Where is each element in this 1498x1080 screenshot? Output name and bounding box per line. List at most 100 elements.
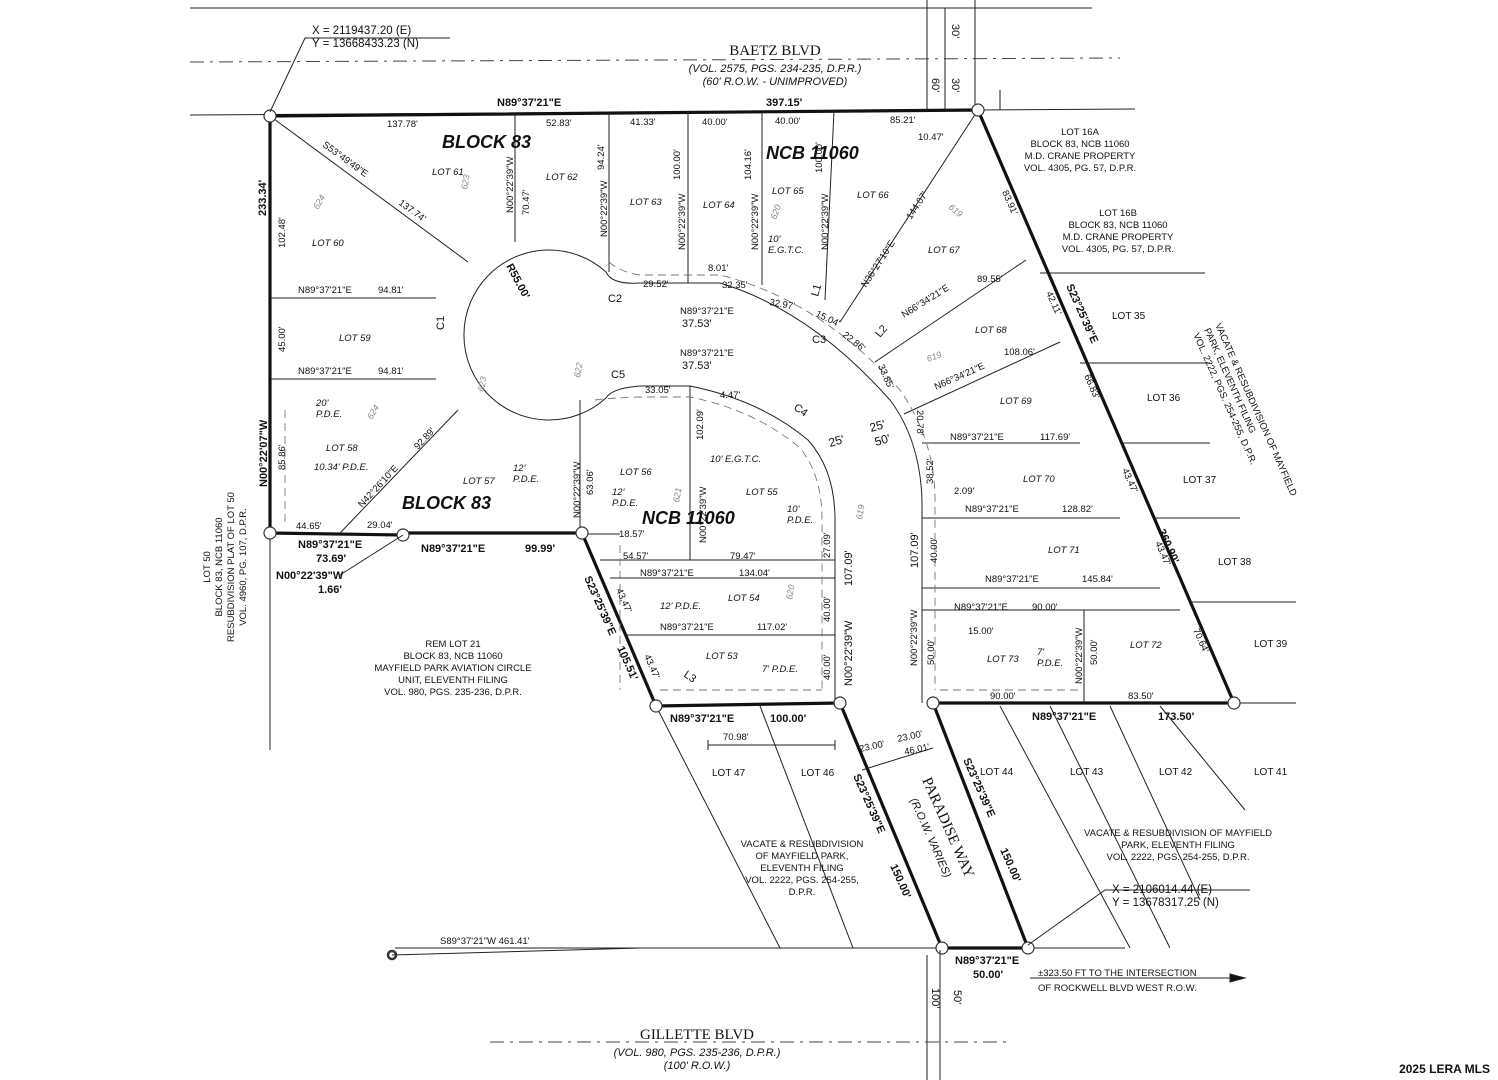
svg-text:50.00': 50.00' xyxy=(926,639,937,665)
svg-text:621: 621 xyxy=(671,487,683,504)
svg-text:N00°22'39"W: N00°22'39"W xyxy=(572,461,583,518)
leader-lines xyxy=(269,8,1250,1080)
lot-35: LOT 35 xyxy=(1112,311,1146,322)
svg-text:10': 10' xyxy=(787,504,801,515)
svg-text:P.D.E.: P.D.E. xyxy=(316,409,342,420)
svg-text:N89°37'21"E: N89°37'21"E xyxy=(680,348,734,359)
svg-text:18.57': 18.57' xyxy=(619,529,645,540)
svg-text:102.09': 102.09' xyxy=(695,409,706,440)
svg-text:22.86': 22.86' xyxy=(840,330,867,355)
svg-text:N89°37'21"E: N89°37'21"E xyxy=(954,602,1008,613)
svg-text:100.00': 100.00' xyxy=(814,142,825,173)
lot-72: LOT 72 xyxy=(1130,640,1162,651)
rem-lot-21-note: REM LOT 21 BLOCK 83, NCB 11060 MAYFIELD … xyxy=(374,639,531,698)
svg-text:VOL. 980, PGS. 235-236, D.P.R.: VOL. 980, PGS. 235-236, D.P.R. xyxy=(384,687,522,698)
svg-text:VACATE & RESUBDIVISION OF MAYF: VACATE & RESUBDIVISION OF MAYFIELD xyxy=(1084,828,1272,839)
ncb-bottom: NCB 11060 xyxy=(642,508,735,528)
gillette-blvd-name: GILLETTE BLVD xyxy=(640,1027,754,1043)
svg-text:623: 623 xyxy=(459,174,471,191)
svg-text:N89°37'21"E: N89°37'21"E xyxy=(950,432,1004,443)
svg-text:54.57': 54.57' xyxy=(623,551,649,562)
svg-text:42.11': 42.11' xyxy=(1043,290,1063,317)
svg-text:N00°22'39"W: N00°22'39"W xyxy=(820,193,831,250)
svg-text:N00°22'07"W: N00°22'07"W xyxy=(258,419,270,487)
svg-text:10.47': 10.47' xyxy=(918,132,944,143)
svg-text:128.82': 128.82' xyxy=(1062,504,1093,515)
svg-text:12': 12' xyxy=(513,463,527,474)
svg-text:46.01': 46.01' xyxy=(903,742,930,758)
svg-text:27.09': 27.09' xyxy=(822,532,833,558)
lot-47: LOT 47 xyxy=(712,768,746,779)
svg-text:107.09': 107.09' xyxy=(909,532,921,568)
svg-text:VOL. 4960, PG. 107, D.P.R.: VOL. 4960, PG. 107, D.P.R. xyxy=(238,508,249,626)
svg-text:L2: L2 xyxy=(873,323,890,340)
lot-55: LOT 55 xyxy=(746,487,778,498)
svg-text:N00°22'39"W: N00°22'39"W xyxy=(1074,627,1085,684)
svg-text:ELEVENTH FILING: ELEVENTH FILING xyxy=(760,863,843,874)
svg-text:M.D. CRANE PROPERTY: M.D. CRANE PROPERTY xyxy=(1025,151,1136,162)
boundary-bearings: N89°37'21"E 397.15' N00°22'07"W 233.34' … xyxy=(257,97,1195,981)
svg-text:8.01': 8.01' xyxy=(708,263,728,274)
nw-y-coord: Y = 13668433.23 (N) xyxy=(312,38,419,50)
svg-text:41.33': 41.33' xyxy=(630,117,656,128)
svg-text:624: 624 xyxy=(365,403,381,421)
svg-text:N89°37'21"E: N89°37'21"E xyxy=(660,622,714,633)
monuments xyxy=(263,103,1241,961)
svg-text:N00°22'39"W: N00°22'39"W xyxy=(276,570,344,582)
svg-text:30': 30' xyxy=(949,24,961,38)
se-y-coord: Y = 13678317.25 (N) xyxy=(1112,897,1219,909)
svg-text:20.78': 20.78' xyxy=(914,410,925,436)
baetz-blvd-ref: (VOL. 2575, PGS. 234-235, D.P.R.) xyxy=(689,63,862,75)
svg-text:P.D.E.: P.D.E. xyxy=(1037,658,1063,669)
svg-text:BLOCK 83, NCB 11060: BLOCK 83, NCB 11060 xyxy=(1030,139,1129,150)
svg-text:L1: L1 xyxy=(809,283,824,298)
svg-text:±323.50 FT TO THE INTERSECTION: ±323.50 FT TO THE INTERSECTION xyxy=(1038,968,1197,979)
svg-text:620: 620 xyxy=(784,584,796,601)
svg-text:45.00': 45.00' xyxy=(277,326,288,352)
lot-63: LOT 63 xyxy=(630,197,662,208)
svg-text:90.00': 90.00' xyxy=(1032,602,1058,613)
svg-text:N89°37'21"E: N89°37'21"E xyxy=(497,97,561,109)
svg-text:VOL. 4305, PG. 57, D.P.R.: VOL. 4305, PG. 57, D.P.R. xyxy=(1024,163,1136,174)
svg-text:S23°25'39"E: S23°25'39"E xyxy=(1063,282,1100,345)
svg-text:MAYFIELD PARK AVIATION CIRCLE: MAYFIELD PARK AVIATION CIRCLE xyxy=(374,663,531,674)
lot-39: LOT 39 xyxy=(1254,639,1288,650)
ncb-top: NCB 11060 xyxy=(766,143,859,163)
lot-37: LOT 37 xyxy=(1183,475,1217,486)
svg-text:R55.00': R55.00' xyxy=(503,262,532,302)
svg-text:OF ROCKWELL BLVD WEST R.O.W.: OF ROCKWELL BLVD WEST R.O.W. xyxy=(1038,983,1197,994)
svg-text:40.00': 40.00' xyxy=(702,117,728,128)
svg-text:100.00': 100.00' xyxy=(770,713,807,725)
lot-46: LOT 46 xyxy=(801,768,835,779)
adjacent-lot-labels: LOT 35 LOT 36 LOT 37 LOT 38 LOT 39 LOT 4… xyxy=(712,311,1288,779)
svg-text:624: 624 xyxy=(311,193,327,211)
svg-text:33.05': 33.05' xyxy=(645,385,671,396)
svg-text:7' P.D.E.: 7' P.D.E. xyxy=(762,664,798,675)
svg-text:N89°37'21"E: N89°37'21"E xyxy=(680,306,734,317)
lot-69: LOT 69 xyxy=(1000,396,1032,407)
contour-labels: 624 623 620 619 619 623 622 624 621 620 … xyxy=(311,174,965,601)
svg-text:32.35': 32.35' xyxy=(722,280,748,291)
svg-text:20': 20' xyxy=(315,398,330,409)
lot-44: LOT 44 xyxy=(980,767,1014,778)
svg-text:4.47': 4.47' xyxy=(720,390,740,401)
svg-text:10' E.G.T.C.: 10' E.G.T.C. xyxy=(710,454,761,465)
svg-text:25': 25' xyxy=(827,432,846,450)
lot-61: LOT 61 xyxy=(432,167,464,178)
coordinate-labels: X = 2119437.20 (E) Y = 13668433.23 (N) X… xyxy=(312,25,1219,909)
nw-x-coord: X = 2119437.20 (E) xyxy=(312,25,411,37)
svg-text:90.00': 90.00' xyxy=(990,691,1016,702)
svg-text:N00°22'39"W: N00°22'39"W xyxy=(698,486,709,543)
lot-16b-note: LOT 16B BLOCK 83, NCB 11060 M.D. CRANE P… xyxy=(1062,208,1174,255)
easement-lines xyxy=(284,261,1084,691)
svg-text:BLOCK 83, NCB 11060: BLOCK 83, NCB 11060 xyxy=(1068,220,1167,231)
svg-text:50': 50' xyxy=(951,990,963,1004)
svg-text:N89°37'21"E: N89°37'21"E xyxy=(1032,711,1096,723)
svg-text:VACATE & RESUBDIVISION: VACATE & RESUBDIVISION xyxy=(741,839,864,850)
svg-text:15.04': 15.04' xyxy=(814,309,842,330)
svg-text:C4: C4 xyxy=(791,402,809,420)
lot-65: LOT 65 xyxy=(772,186,804,197)
svg-text:40.00': 40.00' xyxy=(775,116,801,127)
svg-text:2.09': 2.09' xyxy=(954,486,974,497)
svg-text:15.00': 15.00' xyxy=(968,626,994,637)
